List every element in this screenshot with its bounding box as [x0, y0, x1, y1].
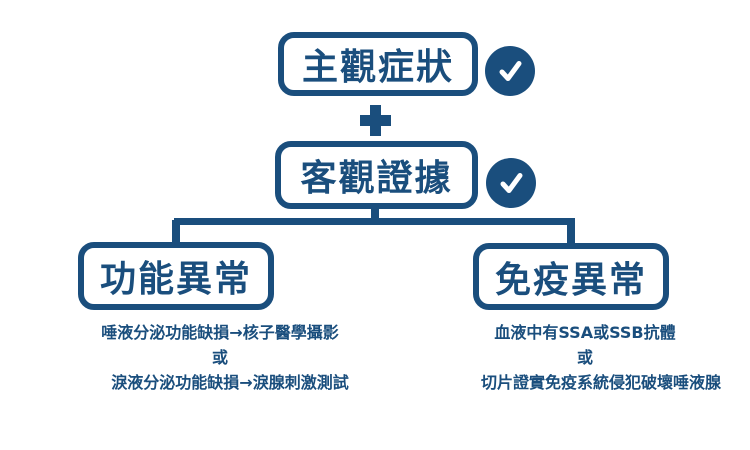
immune-notes: 血液中有SSA或SSB抗體 或 切片證實免疫系統侵犯破壞唾液腺 [435, 320, 735, 395]
connector-middle-stub [371, 205, 379, 220]
node-functional-label: 功能異常 [99, 259, 252, 300]
note-line-or: 或 [576, 348, 593, 367]
check-icon [486, 158, 536, 208]
node-objective-evidence: 客觀證據 [275, 141, 478, 209]
node-subjective-symptoms: 主觀症狀 [278, 32, 478, 96]
plus-icon: + [360, 105, 391, 136]
note-line: 淚液分泌功能缺損→淚腺刺激測試 [111, 373, 349, 392]
functional-notes: 唾液分泌功能缺損→核子醫學攝影 或 淚液分泌功能缺損→淚腺刺激測試 [70, 320, 370, 395]
node-objective-label: 客觀證據 [300, 158, 453, 199]
node-immune-abnormality: 免疫異常 [473, 243, 669, 310]
node-subjective-label: 主觀症狀 [301, 47, 454, 88]
note-line: 唾液分泌功能缺損→核子醫學攝影 [101, 323, 339, 342]
note-line-or: 或 [211, 348, 228, 367]
note-line: 血液中有SSA或SSB抗體 [494, 323, 676, 342]
connector-horizontal-bar [174, 218, 575, 225]
connector-right-stub [567, 220, 575, 247]
node-functional-abnormality: 功能異常 [78, 242, 274, 310]
note-line: 切片證實免疫系統侵犯破壞唾液腺 [480, 373, 721, 392]
connector-left-stub [172, 220, 180, 246]
check-icon [485, 46, 535, 96]
node-immune-label: 免疫異常 [494, 259, 647, 301]
